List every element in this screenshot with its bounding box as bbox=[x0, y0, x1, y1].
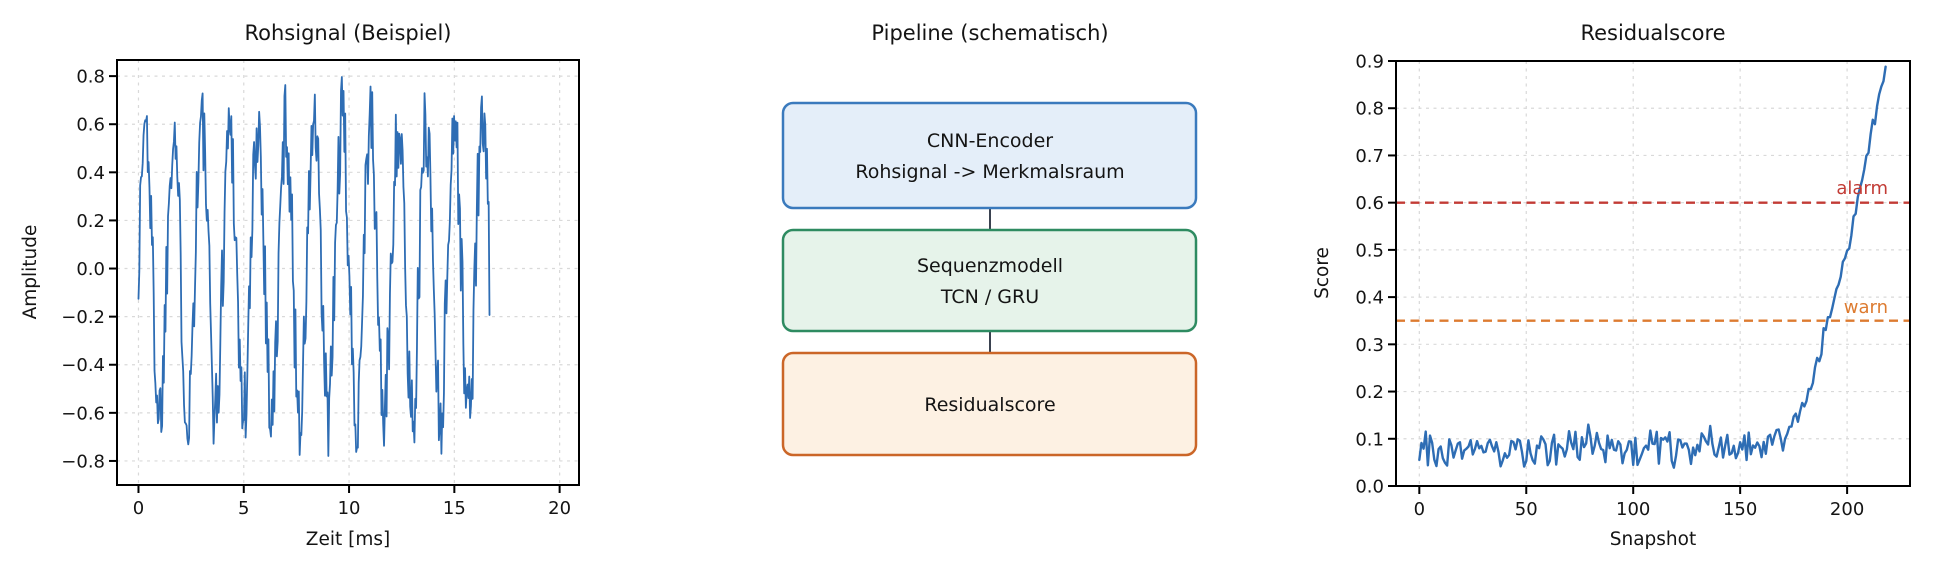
residualscore-xlabel: Snapshot bbox=[1610, 529, 1696, 550]
alarm-threshold-label: alarm bbox=[1836, 178, 1888, 199]
axes-layer: 0 50 100 150 200 0.0 0.1 0.2 0.3 0.4 0.5 0.6 0.7 0.8 0… bbox=[1355, 52, 1911, 520]
x-tick-label: 150 bbox=[1723, 499, 1757, 520]
x-tick-label: 15 bbox=[443, 498, 466, 519]
x-tick-label: 20 bbox=[548, 498, 571, 519]
x-tick-label: 0 bbox=[1414, 499, 1425, 520]
residualscore-ylabel: Score bbox=[1312, 247, 1333, 299]
y-tick-label: −0.4 bbox=[61, 355, 105, 376]
y-tick-label: 0.6 bbox=[1355, 193, 1384, 214]
raw-signal-ylabel: Amplitude bbox=[20, 225, 41, 320]
threshold-layer bbox=[1396, 201, 1910, 322]
x-tick-label: 10 bbox=[338, 498, 361, 519]
y-tick-label: 0.5 bbox=[1355, 240, 1384, 261]
warn-threshold-label: warn bbox=[1844, 297, 1888, 318]
x-tick-label: 50 bbox=[1515, 499, 1538, 520]
pipeline-box-residualscore-line1: Residualscore bbox=[924, 394, 1055, 416]
plot-layer bbox=[1418, 65, 1887, 469]
raw-signal-xlabel: Zeit [ms] bbox=[306, 529, 390, 550]
y-tick-label: 0.4 bbox=[76, 163, 105, 184]
y-tick-label: −0.6 bbox=[61, 403, 105, 424]
y-tick-label: 0.1 bbox=[1355, 429, 1384, 450]
pipeline-title: Pipeline (schematisch) bbox=[871, 21, 1108, 45]
y-tick-label: 0.9 bbox=[1355, 52, 1384, 73]
y-tick-label: 0.0 bbox=[1355, 477, 1384, 498]
pipeline-diagram: Pipeline (schematisch) CNN-Encoder Rohsi… bbox=[781, 21, 1198, 457]
plot-layer bbox=[137, 76, 491, 457]
axes-frame bbox=[1395, 60, 1911, 487]
axes-frame bbox=[116, 59, 580, 486]
y-tick-label: −0.8 bbox=[61, 451, 105, 472]
y-tick-label: 0.2 bbox=[76, 211, 105, 232]
y-tick-label: −0.2 bbox=[61, 307, 105, 328]
x-tick-label: 5 bbox=[238, 498, 249, 519]
residualscore-chart: 0 50 100 150 200 0.0 0.1 0.2 0.3 0.4 0.5 0.6 0.7 0.8 0… bbox=[1312, 21, 1911, 550]
y-tick-label: 0.8 bbox=[76, 67, 105, 88]
grid-layer bbox=[117, 60, 579, 485]
y-tick-label: 0.0 bbox=[76, 259, 105, 280]
grid-layer bbox=[1396, 60, 1910, 487]
pipeline-box-cnn-encoder-line1: CNN-Encoder bbox=[927, 130, 1053, 152]
pipeline-box-sequence-model-line2: TCN / GRU bbox=[940, 286, 1039, 308]
axes-layer: 0 5 10 15 20 0.8 0.6 0.4 0.2 0.0 −0.2 −0.4 −0.6 −0.8 bbox=[61, 59, 580, 519]
y-tick-label: 0.8 bbox=[1355, 99, 1384, 120]
residualscore-title: Residualscore bbox=[1580, 21, 1725, 45]
y-tick-label: 0.2 bbox=[1355, 382, 1384, 403]
pipeline-box-cnn-encoder-line2: Rohsignal -> Merkmalsraum bbox=[855, 161, 1124, 183]
pipeline-box-cnn-encoder bbox=[781, 101, 1198, 210]
y-tick-label: 0.7 bbox=[1355, 146, 1384, 167]
y-tick-label: 0.6 bbox=[76, 115, 105, 136]
pipeline-box-residualscore bbox=[781, 351, 1198, 457]
y-tick-label: 0.4 bbox=[1355, 288, 1384, 309]
y-tick-label: 0.3 bbox=[1355, 335, 1384, 356]
rohsignal-polyline bbox=[137, 76, 491, 457]
pipeline-box-sequence-model-line1: Sequenzmodell bbox=[917, 255, 1063, 277]
x-tick-label: 100 bbox=[1616, 499, 1650, 520]
raw-signal-title: Rohsignal (Beispiel) bbox=[244, 21, 451, 45]
score-polyline bbox=[1418, 65, 1887, 469]
x-tick-label: 0 bbox=[133, 498, 144, 519]
pipeline-box-sequence-model bbox=[781, 228, 1198, 333]
x-tick-label: 200 bbox=[1830, 499, 1864, 520]
